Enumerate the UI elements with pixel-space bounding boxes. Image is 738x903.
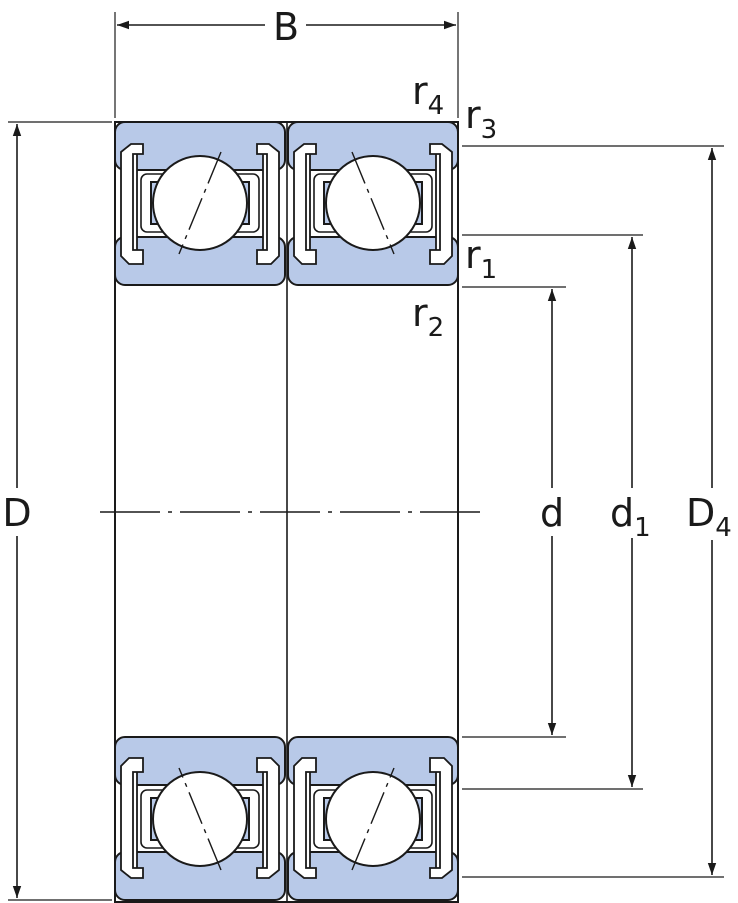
dimension-D: D (2, 121, 112, 901)
dimension-B: B (114, 5, 459, 118)
bearing-row-top-left (114, 121, 286, 286)
label-D4: D4 (686, 491, 732, 543)
bearing-row-bottom-right (287, 736, 459, 901)
label-r4: r4 (412, 69, 444, 121)
dimension-d1: d1 (462, 234, 651, 790)
label-r3: r3 (465, 93, 497, 145)
bearing-row-bottom-left (114, 736, 286, 901)
label-D: D (2, 491, 31, 535)
label-d: d (540, 491, 564, 535)
label-d1: d1 (610, 491, 651, 543)
label-r1: r1 (465, 233, 497, 285)
bearing-row-top-right (287, 121, 459, 286)
label-r2: r2 (412, 291, 444, 343)
dimension-d: d (462, 286, 566, 738)
label-B: B (273, 5, 299, 49)
dimension-D4: D4 (462, 145, 732, 878)
